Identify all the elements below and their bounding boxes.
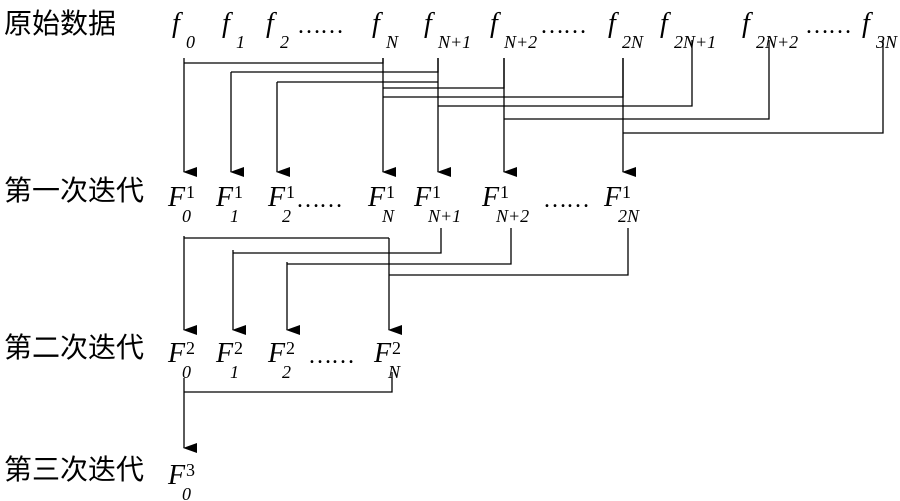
wire-f2N1-drop — [438, 40, 693, 107]
ellipsis-iter1-1: …… — [296, 187, 343, 213]
ellipsis-iter2: …… — [308, 343, 355, 369]
wire-F2N-to-F20 — [184, 372, 393, 393]
wire-fN-to-F0 — [184, 58, 384, 64]
ellipsis-iter1-2: …… — [543, 187, 590, 213]
wire-FN1-to-F21 — [233, 228, 442, 254]
row-label-original: 原始数据 — [4, 9, 117, 40]
ellipsis-original-2: …… — [540, 13, 587, 39]
row-label-iter3: 第三次迭代 — [4, 455, 145, 486]
ellipsis-original-1: …… — [297, 13, 344, 39]
wire-f3N-to-F2N — [623, 40, 884, 134]
wire-fN-to-FN-join — [383, 58, 505, 89]
wire-F2N-to-FN — [389, 228, 629, 276]
wire-f2N2-to-FN2 — [504, 40, 770, 120]
wire-FN2-to-F22 — [287, 228, 512, 265]
wire-fN1-to-F1 — [231, 58, 439, 73]
wire-f2N1-to-FN — [383, 58, 624, 98]
row-label-iter2: 第二次迭代 — [4, 333, 145, 364]
row-label-iter1: 第一次迭代 — [4, 176, 145, 207]
ellipsis-original-3: …… — [805, 13, 852, 39]
